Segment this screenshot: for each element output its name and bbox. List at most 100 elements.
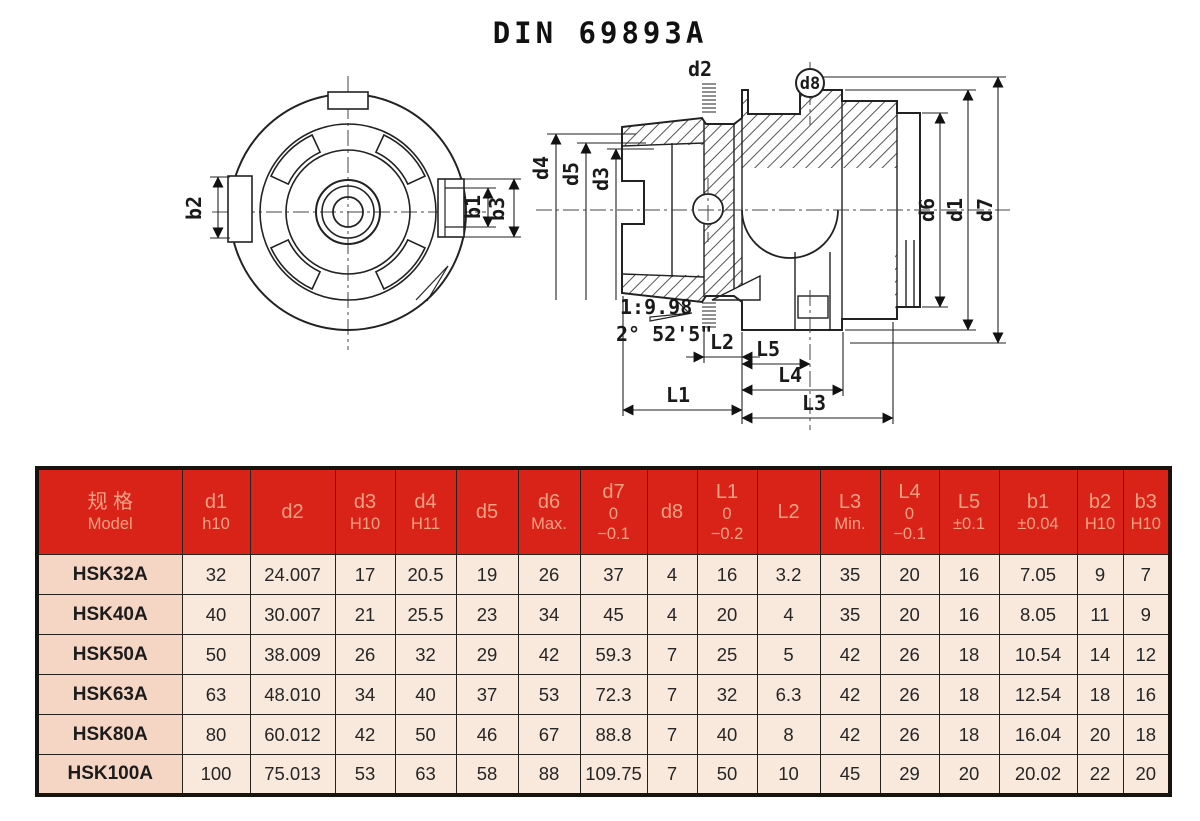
value-cell: 7.05 — [998, 554, 1078, 595]
value-cell: 63 — [394, 754, 457, 795]
value-cell: 88 — [517, 754, 581, 795]
technical-drawing: b2 b1 b3 — [182, 57, 1010, 430]
value-cell: 4 — [646, 554, 698, 595]
value-cell: 8.05 — [998, 594, 1078, 635]
value-cell: 58 — [455, 754, 519, 795]
value-cell: 23 — [455, 594, 519, 635]
dim-label-l4: L4 — [778, 363, 802, 387]
value-cell: 12.54 — [998, 674, 1078, 715]
value-cell: 59.3 — [579, 634, 648, 675]
value-cell: 9 — [1076, 554, 1124, 595]
model-cell: HSK80A — [36, 714, 183, 755]
value-cell: 42 — [819, 674, 881, 715]
value-cell: 42 — [334, 714, 396, 755]
value-cell: 72.3 — [579, 674, 648, 715]
front-view: b2 b1 b3 — [182, 76, 521, 350]
value-cell: 37 — [455, 674, 519, 715]
value-cell: 4 — [646, 594, 698, 635]
chamfer-mark — [415, 265, 449, 302]
value-cell: 11 — [1076, 594, 1124, 635]
column-header: L2 — [756, 467, 821, 555]
value-cell: 37 — [579, 554, 648, 595]
value-cell: 26 — [879, 714, 940, 755]
taper-symbol — [649, 301, 693, 322]
taper-angle-label: 2° 52'5" — [616, 322, 712, 346]
column-header: L5±0.1 — [938, 467, 1000, 555]
model-cell: HSK32A — [36, 554, 183, 595]
value-cell: 48.010 — [249, 674, 336, 715]
value-cell: 100 — [181, 754, 251, 795]
taper-ratio-label: 1:9.98 — [620, 295, 692, 319]
dim-label-l3: L3 — [802, 391, 826, 415]
value-cell: 22 — [1076, 754, 1124, 795]
value-cell: 9 — [1122, 594, 1171, 635]
value-cell: 3.2 — [756, 554, 821, 595]
dim-label-l5: L5 — [756, 337, 780, 361]
value-cell: 26 — [879, 674, 940, 715]
dim-label-d7: d7 — [973, 198, 997, 222]
value-cell: 7 — [646, 674, 698, 715]
dim-label-d3: d3 — [589, 167, 613, 191]
left-drive-slot — [227, 175, 253, 243]
value-cell: 20 — [879, 554, 940, 595]
dim-d4-d5-d3 — [547, 133, 654, 300]
value-cell: 40 — [696, 714, 758, 755]
value-cell: 12 — [1122, 634, 1171, 675]
value-cell: 53 — [334, 754, 396, 795]
value-cell: 7 — [646, 634, 698, 675]
dim-label-l1: L1 — [666, 383, 690, 407]
value-cell: 38.009 — [249, 634, 336, 675]
value-cell: 8 — [756, 714, 821, 755]
value-cell: 20 — [696, 594, 758, 635]
column-header: d8 — [646, 467, 698, 555]
value-cell: 7 — [1122, 554, 1171, 595]
gripper-slot — [374, 133, 427, 186]
value-cell: 7 — [646, 714, 698, 755]
dim-label-b3: b3 — [485, 197, 509, 221]
value-cell: 53 — [517, 674, 581, 715]
d8-balloon — [795, 68, 825, 98]
value-cell: 24.007 — [249, 554, 336, 595]
value-cell: 50 — [394, 714, 457, 755]
value-cell: 35 — [819, 554, 881, 595]
value-cell: 26 — [517, 554, 581, 595]
value-cell: 18 — [938, 674, 1000, 715]
value-cell: 45 — [819, 754, 881, 795]
side-view: d4 d5 d3 d2 d8 d6 d1 d7 1:9.98 2° 52'5" … — [529, 57, 1010, 430]
value-cell: 50 — [696, 754, 758, 795]
value-cell: 34 — [334, 674, 396, 715]
value-cell: 109.75 — [579, 754, 648, 795]
value-cell: 50 — [181, 634, 251, 675]
value-cell: 80 — [181, 714, 251, 755]
column-header: d5 — [455, 467, 519, 555]
value-cell: 18 — [1122, 714, 1171, 755]
section-outline — [621, 76, 921, 331]
value-cell: 25.5 — [394, 594, 457, 635]
dim-label-b1: b1 — [461, 195, 485, 219]
value-cell: 20.02 — [998, 754, 1078, 795]
top-keyway-notch — [327, 91, 369, 110]
model-cell: HSK50A — [36, 634, 183, 675]
value-cell: 40 — [394, 674, 457, 715]
value-cell: 42 — [819, 714, 881, 755]
value-cell: 16 — [938, 594, 1000, 635]
dim-label-d5: d5 — [559, 162, 583, 186]
value-cell: 14 — [1076, 634, 1124, 675]
value-cell: 5 — [756, 634, 821, 675]
value-cell: 16 — [1122, 674, 1171, 715]
value-cell: 30.007 — [249, 594, 336, 635]
